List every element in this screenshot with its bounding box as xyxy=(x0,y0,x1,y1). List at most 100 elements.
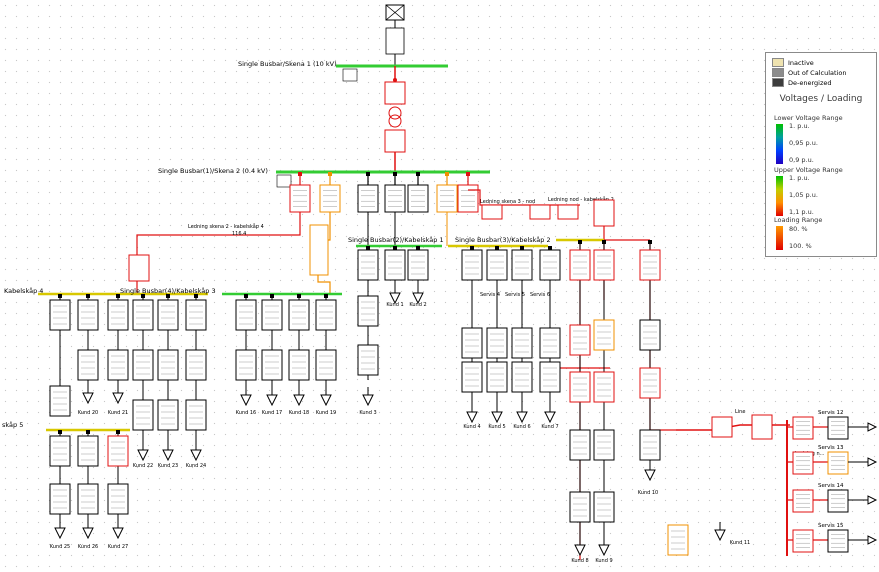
load-k25-arrow[interactable] xyxy=(54,527,66,540)
kab3l-k23-result-2 xyxy=(157,399,179,431)
load-k7-arrow[interactable] xyxy=(544,411,556,424)
load-k20-arrow[interactable] xyxy=(82,392,94,405)
servis-s14-label: Servis 14 xyxy=(818,483,844,489)
load-k9-arrow[interactable] xyxy=(598,544,610,557)
load-k10-arrow[interactable] xyxy=(644,469,656,482)
kab2b-k8-result-3 xyxy=(569,429,591,461)
kab5-k26-result-0 xyxy=(77,435,99,467)
load-k24: Kund 24 xyxy=(186,463,207,469)
kab5-k26-result-1 xyxy=(77,483,99,515)
legend-inactive: Inactive xyxy=(772,58,814,67)
load-k1-arrow[interactable] xyxy=(389,292,401,305)
kab2b-k8-result-0 xyxy=(569,249,591,281)
kab3-k18-result-1 xyxy=(288,349,310,381)
line-nod-result-c xyxy=(593,199,615,227)
servis-s15-result-b xyxy=(827,529,849,553)
kab2b-k9-result-1 xyxy=(593,319,615,351)
kab3l-k20-result-0 xyxy=(49,299,71,331)
kab2-k6-result-0 xyxy=(511,249,533,281)
feeder-result-4 xyxy=(407,184,429,213)
kab2b-k10-result-3 xyxy=(639,429,661,461)
busbar-10kv-result xyxy=(342,68,358,82)
line-sk2-kab4-value: 116.4 xyxy=(232,231,246,237)
load-arrow-s14[interactable] xyxy=(867,495,878,505)
load-k27-arrow[interactable] xyxy=(112,527,124,540)
line-sk2-kab4-label: Ledning skena 2 - kabelskåp 4 xyxy=(188,223,264,230)
kab3-k16-result-0 xyxy=(235,299,257,331)
feeder-result-6 xyxy=(457,184,479,213)
load-k25: Kund 25 xyxy=(50,544,71,550)
busbar-kab2-label: Single Busbar(3)/Kabelskåp 2 xyxy=(455,235,551,244)
load-k18-arrow[interactable] xyxy=(293,394,305,407)
load-k4-arrow[interactable] xyxy=(466,411,478,424)
load-k2-arrow[interactable] xyxy=(412,292,424,305)
load-k22-arrow[interactable] xyxy=(137,449,149,462)
kab5-k27-result-0 xyxy=(107,435,129,467)
kab1-k3-result-0 xyxy=(357,249,379,281)
load-k17-arrow[interactable] xyxy=(266,394,278,407)
load-k1: Kund 1 xyxy=(386,302,403,308)
line-nod-result-b xyxy=(557,204,579,220)
out-swatch xyxy=(772,68,784,77)
load-k3-arrow[interactable] xyxy=(362,394,374,407)
load-k23: Kund 23 xyxy=(158,463,179,469)
servis-6: Servis 6 xyxy=(530,292,550,298)
kab2b-k9-result-0 xyxy=(593,249,615,281)
legend-deenergized-label: De-energized xyxy=(788,78,832,87)
kab2b-k10-result-0 xyxy=(639,249,661,281)
load-k23-arrow[interactable] xyxy=(162,449,174,462)
kab2b-k8-result-4 xyxy=(569,491,591,523)
transformer-result-lv xyxy=(384,129,406,153)
load-k16: Kund 16 xyxy=(236,410,257,416)
feeder-result-0 xyxy=(289,184,311,213)
kab3-k17-result-1 xyxy=(261,349,283,381)
line-nod-result-a xyxy=(529,204,551,220)
load-k26-arrow[interactable] xyxy=(82,527,94,540)
external-grid[interactable] xyxy=(385,4,405,28)
transformer-icon[interactable] xyxy=(388,106,402,128)
kab5-k25-result-0 xyxy=(49,435,71,467)
kab3l-k23-result-0 xyxy=(157,299,179,331)
kab3-k16-result-1 xyxy=(235,349,257,381)
kab3l-k20-result-0 xyxy=(77,299,99,331)
kab2-k6-result-2 xyxy=(511,361,533,393)
load-k11-arrow[interactable] xyxy=(714,529,726,542)
feeder-result-1 xyxy=(319,184,341,213)
upper-tick-2: 1,05 p.u. xyxy=(789,191,818,199)
load-k22: Kund 22 xyxy=(133,463,154,469)
upper-tick-3: 1,1 p.u. xyxy=(789,208,814,216)
line-kab3-result xyxy=(309,224,329,276)
kab3l-k20-result-1 xyxy=(77,349,99,381)
deenergized-swatch xyxy=(772,78,784,87)
load-arrow-s12[interactable] xyxy=(867,422,878,432)
servis-s13-result-b xyxy=(827,451,849,475)
line-nod-kab2-label: Ledning nod - kabelskåp 2 xyxy=(548,196,614,203)
servis-s12-result xyxy=(792,416,814,440)
kab2-k7-result-2 xyxy=(539,361,561,393)
load-k5-arrow[interactable] xyxy=(491,411,503,424)
busbar-kab4-label: Kabelskåp 4 xyxy=(4,286,43,295)
service-columns xyxy=(49,240,726,557)
kab3l-k23-result-1 xyxy=(157,349,179,381)
load-k6-arrow[interactable] xyxy=(516,411,528,424)
servis-s14-result xyxy=(792,489,814,513)
load-k24-arrow[interactable] xyxy=(190,449,202,462)
load-k21-arrow[interactable] xyxy=(112,392,124,405)
load-k5: Kund 5 xyxy=(488,424,505,430)
load-k21: Kund 21 xyxy=(108,410,129,416)
kab3l-k22-result-1 xyxy=(132,349,154,381)
kab1-k3-result-2 xyxy=(357,344,379,376)
servis-s12-result-b xyxy=(827,416,849,440)
load-arrow-s15[interactable] xyxy=(867,535,878,545)
legend-title: Voltages / Loading xyxy=(779,94,863,104)
load-k16-arrow[interactable] xyxy=(240,394,252,407)
feeder-result-3 xyxy=(384,184,406,213)
load-k8-arrow[interactable] xyxy=(574,544,586,557)
load-k6: Kund 6 xyxy=(513,424,530,430)
kab2-k5-result-2 xyxy=(486,361,508,393)
load-arrow-s13[interactable] xyxy=(867,457,878,467)
load-k19-arrow[interactable] xyxy=(320,394,332,407)
legend-inactive-label: Inactive xyxy=(788,58,814,67)
